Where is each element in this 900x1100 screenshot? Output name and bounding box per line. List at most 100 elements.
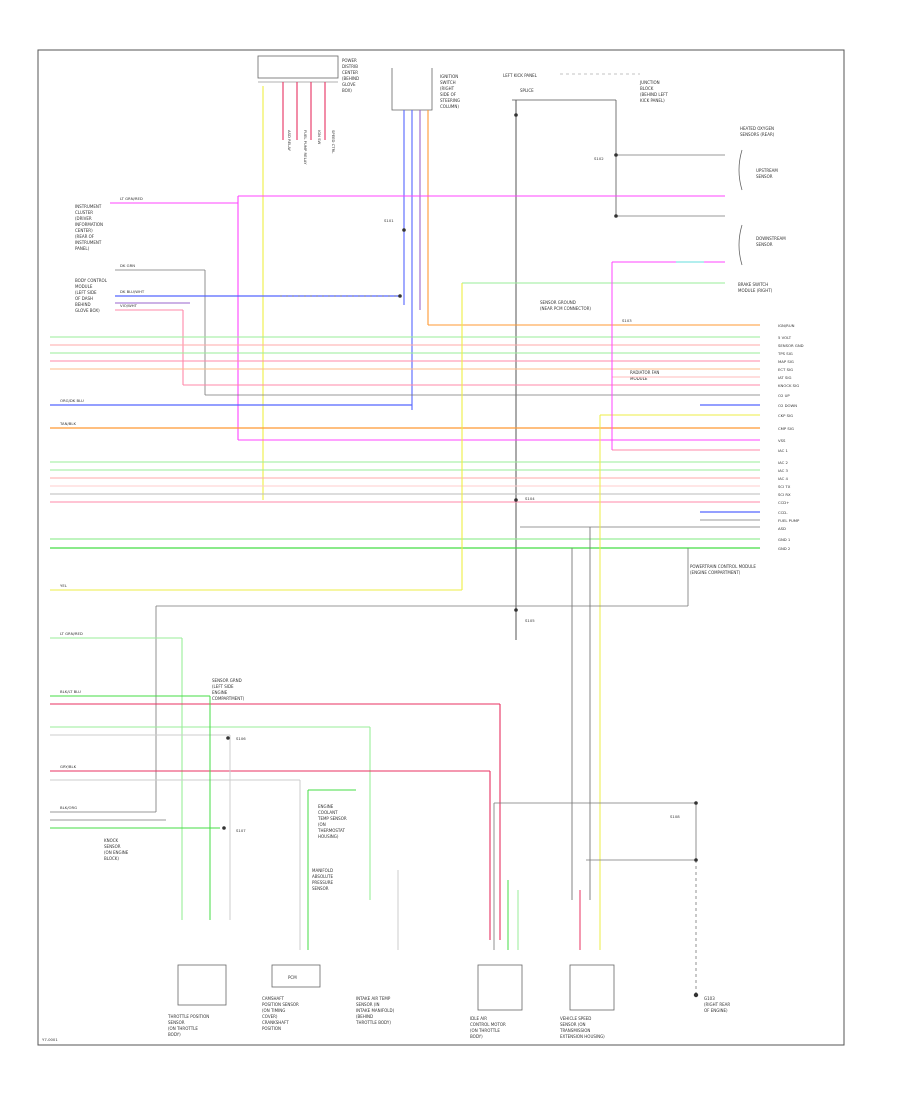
b2-2: POSITION SENSOR — [262, 1002, 299, 1007]
junction-line-4: KICK PANEL) — [640, 98, 665, 103]
splice-s101: S101 — [384, 218, 394, 223]
ign-line-3: (RIGHT — [440, 86, 455, 91]
splice-s105: S105 — [525, 618, 535, 623]
fan-note-1: RADIATOR FAN — [630, 370, 659, 375]
o2-title-2: SENSORS (REAR) — [740, 132, 775, 137]
splice-s102: S102 — [594, 156, 604, 161]
mb2-6: HOUSING) — [318, 834, 339, 839]
stack-left-2: (LEFT SIDE — [212, 684, 234, 689]
mb3-4: SENSOR — [312, 886, 329, 891]
pdc-line-3: CENTER — [342, 70, 358, 75]
stack-left-3: ENGINE — [212, 690, 228, 695]
rp-9: O2 DOWN — [778, 403, 797, 408]
bottom-connectors: PCM — [177, 964, 615, 1011]
rp-11: CMP SIG — [778, 426, 794, 431]
b4-2: CONTROL MOTOR — [470, 1022, 506, 1027]
left-connector-wires — [115, 269, 400, 395]
rp-20: CCD- — [778, 510, 788, 515]
wl-2: DK GRN — [120, 263, 135, 268]
junction-line-2: BLOCK — [640, 86, 654, 91]
splice-points: S101 S102 S103 S104 S105 S106 S107 S108 — [222, 113, 699, 998]
lm1-line-2: CLUSTER — [75, 210, 93, 215]
ign-line-5: STEERING — [440, 98, 460, 103]
o2-upstream-1: UPSTREAM — [756, 168, 778, 173]
mb2-4: (ON — [318, 822, 326, 827]
wl-1: LT GRN/RED — [120, 196, 143, 201]
lm2-line-3: (LEFT SIDE — [75, 290, 97, 295]
splice-s104: S104 — [525, 496, 535, 501]
mb1-3: (ON ENGINE — [104, 850, 129, 855]
rp-5: ECT SIG — [778, 367, 793, 372]
lm2-line-4: OF DASH — [75, 296, 93, 301]
lm1-line-5: CENTER) — [75, 228, 93, 233]
rp-1: 5 VOLT — [778, 335, 792, 340]
pcm-label-1: POWERTRAIN CONTROL MODULE — [690, 564, 756, 569]
stack-left-4: COMPARTMENT) — [212, 696, 245, 701]
body-control-module-label: BODY CONTROL MODULE (LEFT SIDE OF DASH B… — [75, 278, 108, 313]
main-bus-wires — [50, 324, 760, 549]
brake-sw-1: BRAKE SWITCH — [738, 282, 768, 287]
rp-6: IAT SIG — [778, 375, 791, 380]
rp-13: IAC 1 — [778, 448, 789, 453]
rp-16: IAC 4 — [778, 476, 789, 481]
b3-1: INTAKE AIR TEMP — [356, 996, 391, 1001]
left-kick-splice: LEFT KICK PANEL SPLICE — [503, 73, 640, 93]
ignition-module: IGNITION SWITCH (RIGHT SIDE OF STEERING … — [391, 68, 460, 111]
rp-17: SCI TX — [778, 484, 791, 489]
wire-color-labels: LT GRN/RED DK GRN DK BLU/WHT VIO/WHT ORG… — [59, 196, 145, 810]
wl-4: VIO/WHT — [120, 303, 138, 308]
mb1-4: BLOCK) — [104, 856, 119, 861]
left-splice-line-1: LEFT KICK PANEL — [503, 73, 538, 78]
wl-11: BLK/ORG — [60, 805, 77, 810]
rp-4: MAP SIG — [778, 359, 794, 364]
rp-15: IAC 3 — [778, 468, 789, 473]
o2-downstream-2: SENSOR — [756, 242, 773, 247]
rp-10: CKP SIG — [778, 413, 793, 418]
pdc-line-1: POWER — [342, 58, 357, 63]
lm1-line-8: PANEL) — [75, 246, 90, 251]
b2-1: CAMSHAFT — [262, 996, 284, 1001]
junction-block: JUNCTION BLOCK (BEHIND LEFT KICK PANEL) — [639, 80, 668, 103]
mb3-1: MANIFOLD — [312, 868, 333, 873]
mb1-1: KNOCK — [104, 838, 119, 843]
mb2-3: TEMP SENSOR — [317, 816, 347, 821]
b2-3: (ON TIMING — [262, 1008, 285, 1013]
b2-6: POSITION — [262, 1026, 281, 1031]
vertical-drop-wires — [50, 262, 689, 900]
b5-3: TRANSMISSION — [559, 1028, 590, 1033]
lm1-line-7: INSTRUMENT — [75, 240, 102, 245]
wl-7: YEL — [60, 583, 68, 588]
mb2-2: COOLANT — [318, 810, 338, 815]
splice-s103: S103 — [622, 318, 632, 323]
wl-6: TAN/BLK — [59, 421, 76, 426]
power-distribution-center: POWER DISTRIB CENTER (BEHIND GLOVE BOX) — [257, 55, 359, 93]
splice-s108: S108 — [670, 814, 680, 819]
vertical-feed-wires — [262, 82, 617, 640]
sensor-ground-left: SENSOR GRND (LEFT SIDE ENGINE COMPARTMEN… — [212, 678, 245, 701]
lm1-line-1: INSTRUMENT — [75, 204, 102, 209]
oxygen-sensors: HEATED OXYGEN SENSORS (REAR) UPSTREAM SE… — [738, 126, 786, 293]
footer-code: Y7-0001 — [42, 1037, 58, 1042]
b1-3: (ON THROTTLE — [168, 1026, 198, 1031]
b3-5: THROTTLE BODY) — [355, 1020, 391, 1025]
pdc-line-5: GLOVE — [342, 82, 356, 87]
mb2-5: THERMOSTAT — [317, 828, 345, 833]
pcm-label-2: (ENGINE COMPARTMENT) — [690, 570, 741, 575]
brake-sw-2: MODULE (RIGHT) — [738, 288, 773, 293]
lm2-line-1: BODY CONTROL — [75, 278, 108, 283]
rp-0: IGN/RUN — [778, 323, 795, 328]
rp-7: KNOCK SIG — [778, 383, 799, 388]
rp-14: IAC 2 — [778, 460, 789, 465]
o2-title-1: HEATED OXYGEN — [740, 126, 774, 131]
pdc-line-4: (BEHIND — [342, 76, 359, 81]
lm1-line-4: INFORMATION — [75, 222, 103, 227]
relay-pin-1: ASD RELAY — [287, 130, 292, 152]
b4-1: IDLE AIR — [470, 1016, 487, 1021]
junction-line-3: (BEHIND LEFT — [640, 92, 668, 97]
lm2-line-6: GLOVE BOX) — [75, 308, 100, 313]
lm2-line-2: MODULE — [75, 284, 93, 289]
ign-line-6: COLUMN) — [440, 104, 459, 109]
pcm-box-label: PCM — [288, 975, 297, 980]
instrument-cluster-label: INSTRUMENT CLUSTER (DRIVER INFORMATION C… — [75, 204, 103, 251]
pdc-line-6: BOX) — [342, 88, 352, 93]
